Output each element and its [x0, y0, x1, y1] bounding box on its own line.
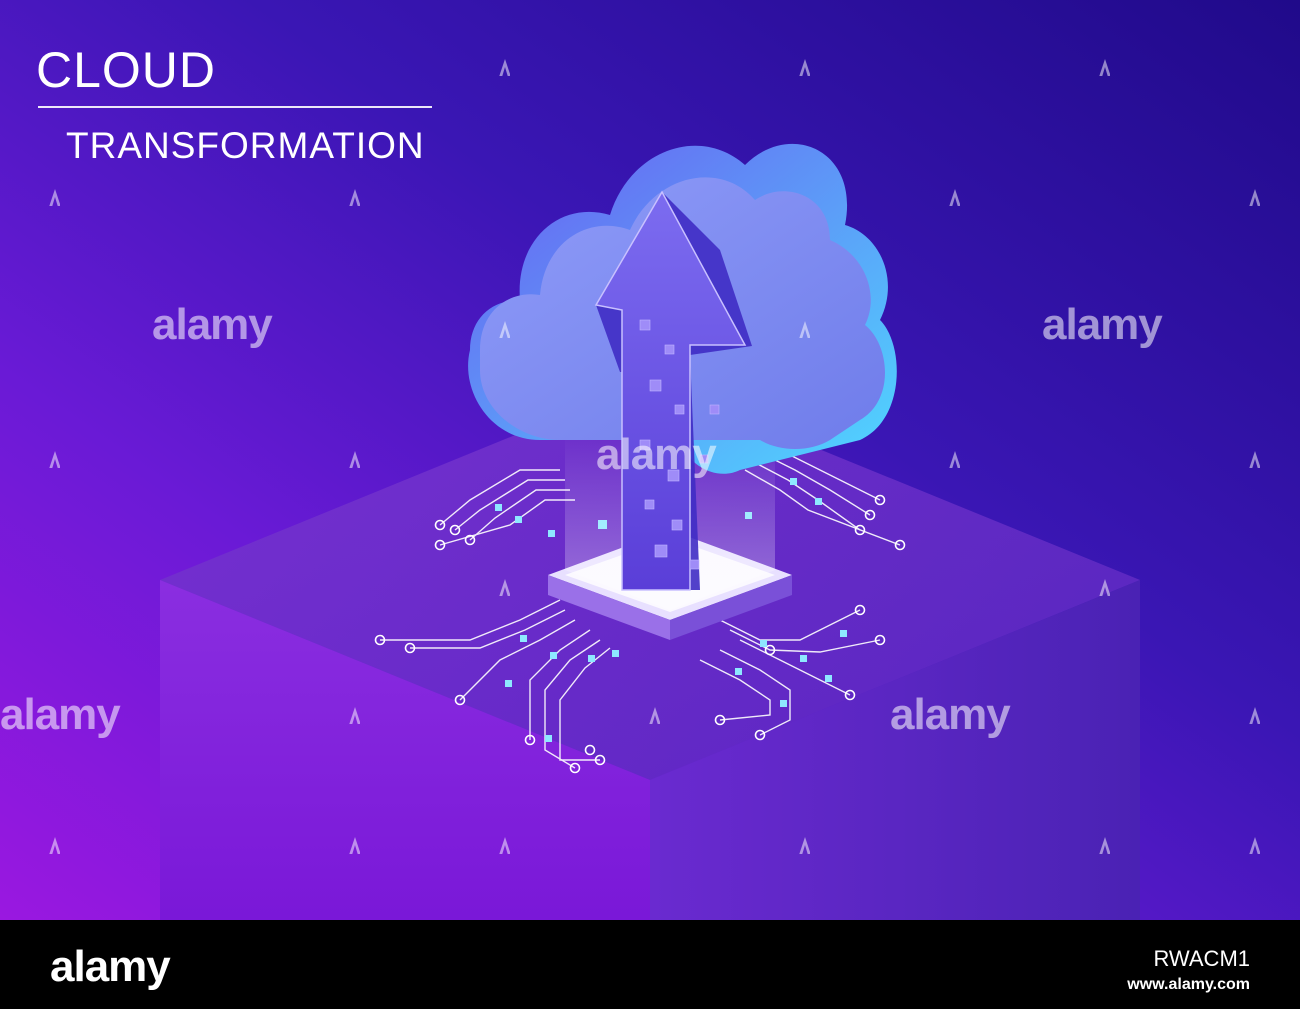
alamy-a-icon [1249, 837, 1260, 854]
data-cubes [639, 319, 720, 570]
alamy-a-icon [799, 321, 810, 338]
alamy-a-icon [499, 579, 510, 596]
alamy-a-icon [1099, 59, 1110, 76]
footer-bar: alamy RWACM1 www.alamy.com [0, 920, 1300, 1009]
alamy-a-icon [949, 189, 960, 206]
alamy-a-icon [1249, 451, 1260, 468]
alamy-a-icon [1249, 189, 1260, 206]
alamy-a-icon [49, 451, 60, 468]
alamy-a-icon [349, 837, 360, 854]
alamy-a-icon [799, 59, 810, 76]
alamy-a-icon [49, 837, 60, 854]
watermark-text: alamy [1042, 300, 1163, 349]
footer-logo[interactable]: alamy [50, 942, 171, 991]
alamy-a-icon [349, 189, 360, 206]
watermark-text: alamy [0, 690, 121, 739]
headline-title: CLOUD [36, 42, 217, 98]
upload-arrow [594, 190, 752, 591]
alamy-a-icon [1099, 579, 1110, 596]
watermark-text: alamy [596, 430, 717, 479]
alamy-a-icon [649, 707, 660, 724]
image-id: RWACM1 [1153, 946, 1250, 971]
block-right-face [650, 580, 1140, 920]
isometric-cloud-scene [160, 143, 1140, 920]
alamy-a-icon [49, 189, 60, 206]
alamy-a-icon [1249, 707, 1260, 724]
block-left-face [160, 580, 650, 920]
alamy-a-icon [349, 451, 360, 468]
alamy-a-icon [1099, 837, 1110, 854]
headline-subtitle: TRANSFORMATION [66, 125, 425, 166]
alamy-a-icon [799, 837, 810, 854]
alamy-a-icon [499, 321, 510, 338]
alamy-a-icon [499, 59, 510, 76]
footer-url[interactable]: www.alamy.com [1127, 976, 1250, 993]
alamy-a-icon [349, 707, 360, 724]
watermark-text: alamy [152, 300, 273, 349]
alamy-a-icon [499, 837, 510, 854]
headline-divider [38, 106, 432, 108]
illustration-canvas: CLOUD TRANSFORMATION alamy alamy alamy a… [0, 0, 1300, 920]
circuit-terminals [374, 494, 906, 774]
watermark-text: alamy [890, 690, 1011, 739]
alamy-a-icon [949, 451, 960, 468]
